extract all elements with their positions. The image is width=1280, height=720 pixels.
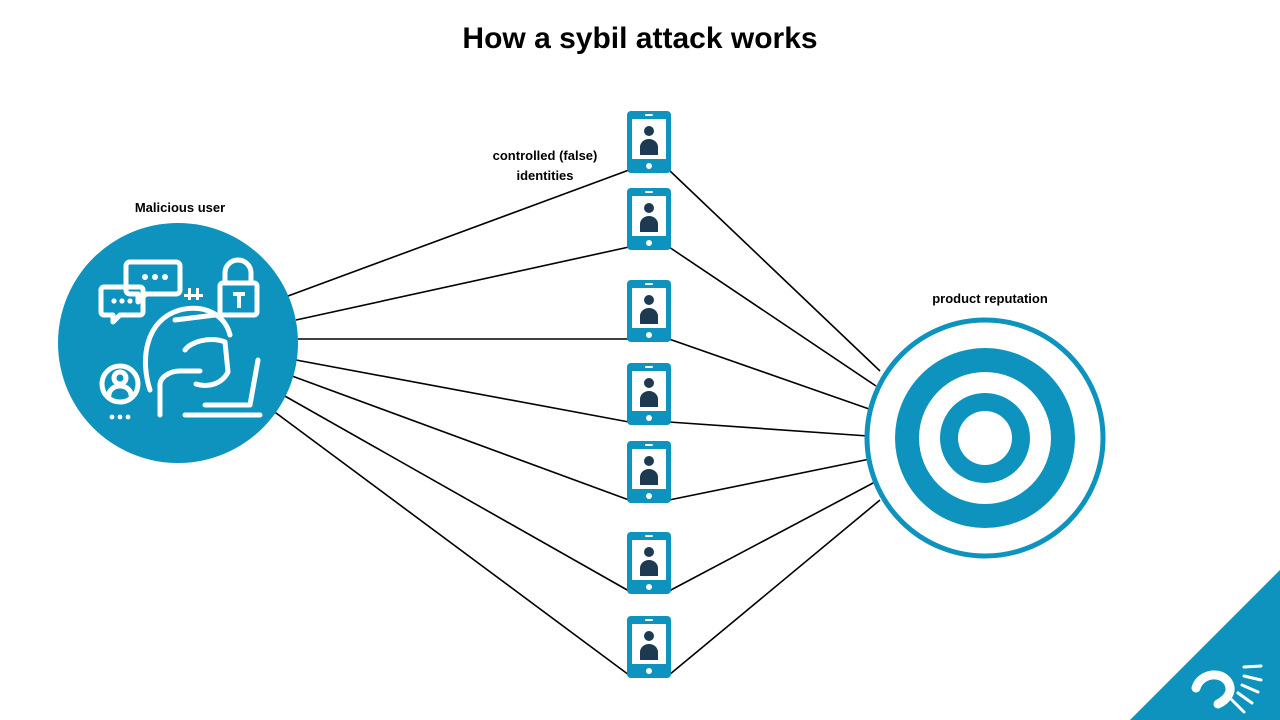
line-attacker-to-identity-5: [291, 375, 630, 501]
phone-user-icon: [627, 532, 671, 594]
phone-user-icon: [627, 363, 671, 425]
phone-user-icon: [627, 280, 671, 342]
line-identity-to-target-7: [668, 499, 881, 676]
slide-title: How a sybil attack works: [462, 22, 818, 55]
hacker-icon: [58, 223, 298, 463]
identity-phones: [627, 111, 671, 678]
line-identity-to-target-2: [668, 246, 877, 387]
line-identity-to-target-6: [668, 481, 876, 592]
product-reputation-label: product reputation: [932, 291, 1048, 306]
brand-logo: [1130, 570, 1280, 720]
identities-label-line2: identities: [516, 168, 574, 183]
line-attacker-to-identity-2: [295, 246, 630, 321]
line-attacker-to-identity-4: [295, 359, 630, 423]
phone-user-icon: [627, 111, 671, 173]
line-identity-to-target-3: [668, 338, 873, 411]
line-attacker-to-identity-1: [287, 169, 630, 297]
connection-lines: [271, 169, 881, 676]
phone-user-icon: [627, 188, 671, 250]
line-attacker-to-identity-7: [271, 409, 630, 676]
identities-label-line1: controlled (false): [492, 148, 598, 163]
line-identity-to-target-4: [668, 421, 869, 437]
line-attacker-to-identity-6: [282, 394, 630, 592]
malicious-user-label: Malicious user: [134, 200, 226, 215]
phone-user-icon: [627, 441, 671, 503]
line-identity-to-target-1: [668, 169, 881, 372]
target-icon: [864, 317, 1106, 559]
identities-label: controlled (false) identities: [470, 146, 620, 186]
phone-user-icon: [627, 616, 671, 678]
line-identity-to-target-5: [668, 458, 871, 501]
